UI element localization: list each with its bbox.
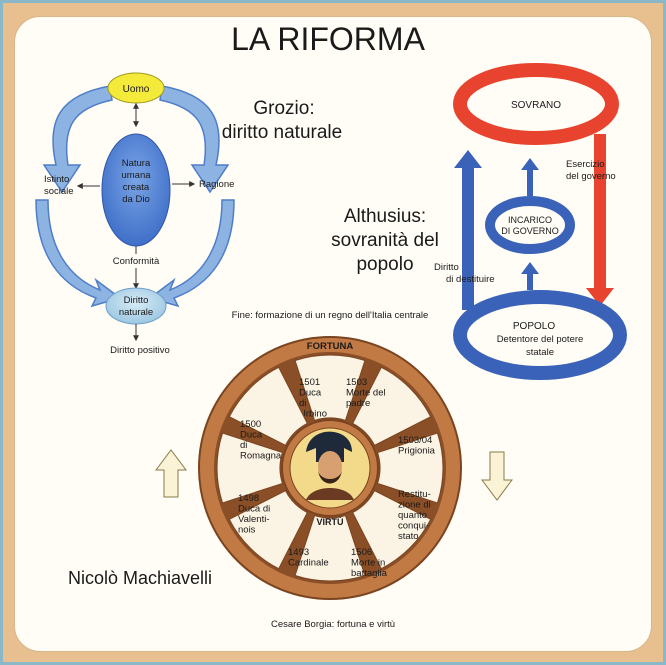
esercizio-arrow [586,134,614,306]
wheel-segment-text: conqui- [398,521,429,532]
wheel-segment-text: 1500 [240,419,261,430]
incarico-line-1: INCARICO [508,215,552,225]
wheel-segment-text: Urbino [299,409,327,420]
virtu-label: VIRTÙ [317,516,344,527]
wheel-segment-text: 1493 [288,547,309,558]
left-upper-arrow [42,85,113,194]
wheel-segment-text: di [299,398,306,409]
right-upper-arrow [159,85,230,194]
wheel-segment-text: Romagna [240,451,282,462]
althusius-heading-line-2: sovranità del [331,230,439,251]
natura-line-4: da Dio [122,194,149,205]
grozio-diagram: Uomo Natura umana creata da Dio Istinto … [35,72,342,356]
wheel-segment [216,432,284,504]
diritto-naturale-node [105,287,167,325]
esercizio-line-1: Esercizio [566,159,605,170]
wheel-segment [376,432,444,504]
wheel-segment-text: Duca [299,388,322,399]
destituire-arrow [454,150,482,310]
conformita-label: Conformità [113,256,160,267]
wheel-segment-text: di [240,440,247,451]
althusius-heading-line-3: popolo [356,254,413,275]
popolo-incarico-arrow [521,262,539,290]
wheel-segment [352,366,432,446]
sovrano-label: SOVRANO [511,100,561,111]
althusius-diagram: Althusius: sovranità del popolo SOVRANO … [331,63,627,380]
uomo-label: Uomo [123,84,150,95]
wheel-segment [228,366,308,446]
wheel-segment-text: Duca [240,430,263,441]
machiavelli-diagram: Fine: formazione di un regno dell'Italia… [68,310,513,630]
sovrano-ring [453,63,619,145]
destituire-line-1: Diritto [434,262,459,273]
wheel-segment-text: 1503 [346,377,367,388]
wheel-segment [294,514,366,582]
natura-line-3: creata [123,182,150,193]
fortuna-label: FORTUNA [307,341,354,352]
incarico-sovrano-arrow [521,158,539,196]
ragione-label: Ragione [199,179,234,190]
diritto-positivo-label: Diritto positivo [110,345,170,356]
wheel-segment [228,490,308,570]
wheel-segment [352,490,432,570]
popolo-line-1: POPOLO [513,321,555,332]
incarico-line-2: DI GOVERNO [501,226,559,236]
popolo-line-3: statale [526,347,554,358]
popolo-ring [453,290,627,380]
wheel-segment [294,354,366,422]
machiavelli-author: Nicolò Machiavelli [68,568,212,588]
popolo-line-2: Detentore del potere [497,334,584,345]
istinto-line-1: Istinto [44,174,69,185]
natura-line-1: Natura [122,158,151,169]
grozio-heading-line-1: Grozio: [253,98,314,119]
diritto-naturale-line-1: Diritto [124,295,149,306]
wheel-segment-text: Morte del [346,388,386,399]
grozio-heading-line-2: diritto naturale [222,122,342,143]
istinto-line-2: sociale [44,186,74,197]
wheel-segment-text: 1506 [351,547,372,558]
incarico-ring [485,196,575,254]
destituire-line-2: di destituire [446,274,495,285]
wheel-segment-text: Restitu- [398,489,431,500]
wheel-segment-text: 1503/04 [398,435,432,446]
wheel-segment-text: Valenti- [238,514,270,525]
wheel-segment-text: nois [238,525,256,536]
natura-line-2: umana [121,170,151,181]
wheel-segment-text: Morte in [351,558,385,569]
diritto-naturale-line-2: naturale [119,307,153,318]
wheel-segment-text: battaglia [351,568,388,579]
wheel-segment-text: Cardinale [288,558,329,569]
cesare-borgia-portrait [306,431,354,500]
page-title: LA RIFORMA [231,21,425,57]
wheel-segment-text: 1501 [299,377,320,388]
up-arrow [155,449,187,498]
esercizio-line-2: del governo [566,171,616,182]
wheel-segment-text: 1498 [238,493,259,504]
wheel-segment-text: padre [346,398,370,409]
bottom-caption: Cesare Borgia: fortuna e virtù [271,619,395,630]
wheel-segment-text: quanto [398,510,427,521]
wheel-segment-text: stato [398,531,419,542]
wheel-segment-text: Duca di [238,504,270,515]
wheel-segment-text: Prigionia [398,446,436,457]
fine-caption: Fine: formazione di un regno dell'Italia… [232,310,429,321]
wheel-segment-text: zione di [398,500,431,511]
althusius-heading-line-1: Althusius: [344,206,426,227]
down-arrow [481,451,513,501]
